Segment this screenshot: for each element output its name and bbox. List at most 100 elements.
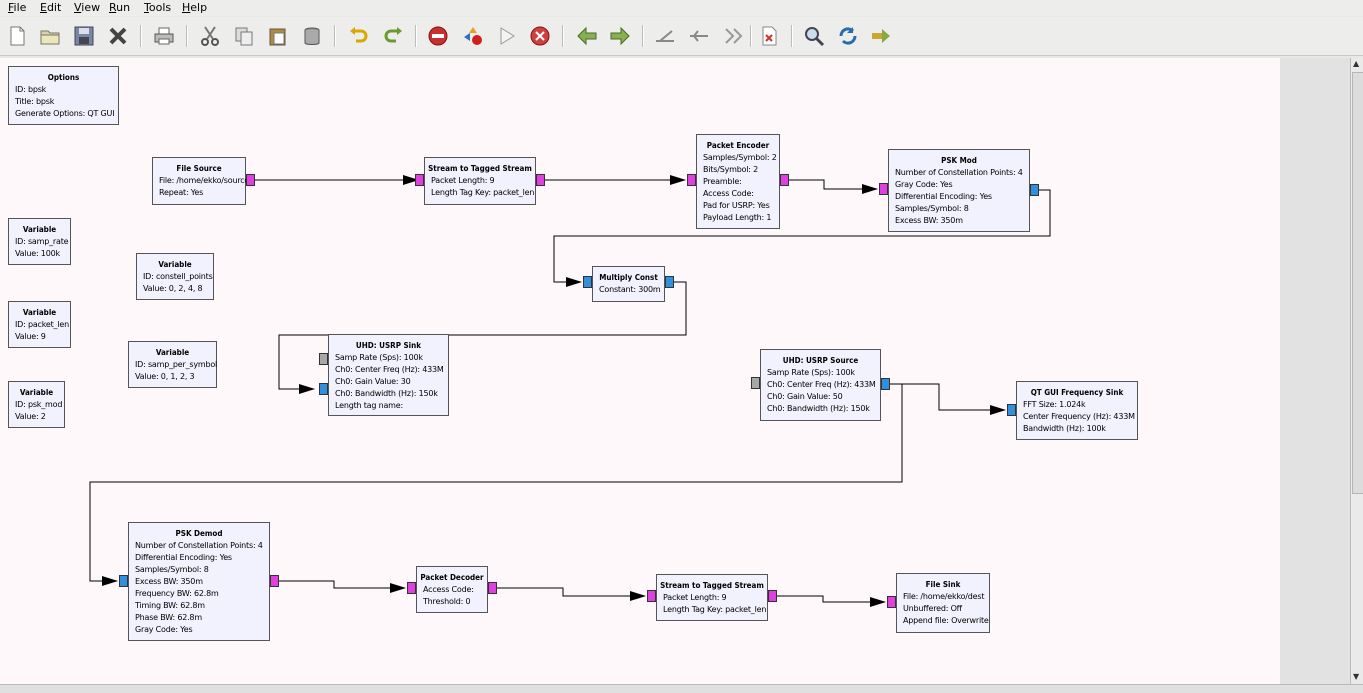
block-param: ID: bpsk [15, 85, 47, 94]
input-port[interactable] [319, 383, 328, 395]
block-param: Excess BW: 350m [895, 216, 963, 225]
generate-icon[interactable] [461, 24, 485, 48]
block-options[interactable]: Options ID: bpsk Title: bpsk Generate Op… [8, 66, 119, 125]
menu-view[interactable]: View [74, 1, 101, 14]
block-param: Frequency BW: 62.8m [135, 589, 219, 598]
output-port[interactable] [270, 575, 279, 587]
block-uhd-usrp-source[interactable]: UHD: USRP Source Samp Rate (Sps): 100k C… [760, 349, 881, 421]
paste-icon[interactable] [266, 24, 290, 48]
block-param: Differential Encoding: Yes [895, 192, 992, 201]
scroll-up-icon[interactable]: ▲ [1353, 59, 1360, 68]
flowgraph-canvas[interactable]: Options ID: bpsk Title: bpsk Generate Op… [0, 58, 1280, 684]
wire-usrp-source-to-psk-demod [89, 383, 903, 586]
block-variable-packet-len[interactable]: Variable ID: packet_len Value: 9 [8, 301, 71, 348]
vertical-scrollbar[interactable]: ▲ ▼ [1350, 58, 1363, 684]
undo-icon[interactable] [347, 24, 371, 48]
block-param: Gray Code: Yes [895, 180, 953, 189]
input-port[interactable] [119, 575, 128, 587]
menu-run[interactable]: Run [109, 1, 131, 14]
block-multiply-const[interactable]: Multiply Const Constant: 300m [592, 266, 665, 302]
block-psk-demod[interactable]: PSK Demod Number of Constellation Points… [128, 522, 270, 641]
block-qt-gui-frequency-sink[interactable]: QT GUI Frequency Sink FFT Size: 1.024k C… [1016, 381, 1138, 440]
block-param: Excess BW: 350m [135, 577, 203, 586]
copy-icon[interactable] [232, 24, 256, 48]
output-port[interactable] [881, 378, 890, 390]
close-icon[interactable] [106, 24, 130, 48]
open-folder-icon[interactable] [38, 24, 62, 48]
kill-icon[interactable] [528, 24, 552, 48]
wire-stream-tagged-to-file-sink [777, 595, 886, 607]
input-port[interactable] [647, 590, 656, 602]
reload-icon[interactable] [836, 24, 860, 48]
block-stream-to-tagged-stream-tx[interactable]: Stream to Tagged Stream Packet Length: 9… [424, 157, 536, 205]
input-port[interactable] [879, 183, 888, 195]
block-file-sink[interactable]: File Sink File: /home/ekko/dest Unbuffer… [896, 573, 990, 633]
menu-help[interactable]: Help [182, 1, 208, 14]
trash-icon[interactable] [300, 24, 324, 48]
block-packet-encoder[interactable]: Packet Encoder Samples/Symbol: 2 Bits/Sy… [696, 134, 780, 229]
input-port[interactable] [1007, 404, 1016, 416]
save-icon[interactable] [72, 24, 96, 48]
execute-icon[interactable] [495, 24, 519, 48]
search-icon[interactable] [802, 24, 826, 48]
input-port[interactable] [687, 174, 696, 186]
menu-tools[interactable]: Tools [144, 1, 172, 14]
block-uhd-usrp-sink[interactable]: UHD: USRP Sink Samp Rate (Sps): 100k Ch0… [328, 334, 449, 416]
disable-block-icon[interactable] [653, 24, 677, 48]
block-param: Samp Rate (Sps): 100k [335, 353, 423, 362]
message-port[interactable] [751, 377, 760, 389]
block-param: Unbuffered: Off [903, 604, 962, 613]
message-port[interactable] [319, 353, 328, 365]
output-port[interactable] [246, 174, 255, 186]
output-port[interactable] [768, 590, 777, 602]
output-port[interactable] [780, 174, 789, 186]
block-param: Preamble: [703, 177, 742, 186]
block-variable-samp-rate[interactable]: Variable ID: samp_rate Value: 100k [8, 218, 71, 265]
stop-icon[interactable] [426, 24, 450, 48]
block-param: Generate Options: QT GUI [15, 109, 115, 118]
output-port[interactable] [488, 582, 497, 594]
block-param: Differential Encoding: Yes [135, 553, 232, 562]
output-port[interactable] [1030, 184, 1039, 196]
scrollbar-thumb[interactable] [1352, 72, 1363, 494]
wire-usrp-source-to-qt-freq-sink [890, 383, 1006, 415]
back-icon[interactable] [575, 24, 599, 48]
block-param: Pad for USRP: Yes [703, 201, 770, 210]
block-psk-mod[interactable]: PSK Mod Number of Constellation Points: … [888, 149, 1030, 232]
block-param: Ch0: Bandwidth (Hz): 150k [335, 389, 438, 398]
block-param: ID: packet_len [15, 320, 69, 329]
redo-icon[interactable] [381, 24, 405, 48]
block-param: FFT Size: 1.024k [1023, 400, 1086, 409]
print-icon[interactable] [152, 24, 176, 48]
new-file-icon[interactable] [5, 24, 29, 48]
horizontal-scrollbar[interactable] [0, 684, 1363, 693]
cut-icon[interactable] [198, 24, 222, 48]
enable-block-icon[interactable] [722, 24, 746, 48]
block-stream-to-tagged-stream-rx[interactable]: Stream to Tagged Stream Packet Length: 9… [656, 574, 768, 621]
menu-edit[interactable]: Edit [40, 1, 62, 14]
more-icon[interactable] [869, 24, 893, 48]
block-param: Value: 9 [15, 332, 46, 341]
input-port[interactable] [415, 174, 424, 186]
input-port[interactable] [407, 582, 416, 594]
menu-file[interactable]: File [8, 1, 27, 14]
output-port[interactable] [665, 276, 674, 288]
input-port[interactable] [887, 596, 896, 608]
block-variable-constell-points[interactable]: Variable ID: constell_points Value: 0, 2… [136, 253, 214, 300]
block-param: Ch0: Gain Value: 30 [335, 377, 411, 386]
bypass-block-icon[interactable] [687, 24, 711, 48]
block-file-source[interactable]: File Source File: /home/ekko/source Repe… [152, 157, 249, 205]
output-port[interactable] [536, 174, 545, 186]
block-param: Packet Length: 9 [663, 593, 727, 602]
block-title: Stream to Tagged Stream [660, 581, 764, 590]
input-port[interactable] [583, 276, 592, 288]
error-report-icon[interactable] [757, 24, 781, 48]
block-variable-samp-per-symbol[interactable]: Variable ID: samp_per_symbol Value: 0, 1… [128, 341, 217, 388]
block-param: Access Code: [703, 189, 754, 198]
scroll-down-icon[interactable]: ▼ [1353, 672, 1360, 681]
block-packet-decoder[interactable]: Packet Decoder Access Code: Threshold: 0 [416, 566, 488, 613]
forward-icon[interactable] [608, 24, 632, 48]
connection-wires [89, 175, 1051, 607]
block-variable-psk-mod[interactable]: Variable ID: psk_mod Value: 2 [8, 381, 65, 428]
block-param: Ch0: Gain Value: 50 [767, 392, 843, 401]
